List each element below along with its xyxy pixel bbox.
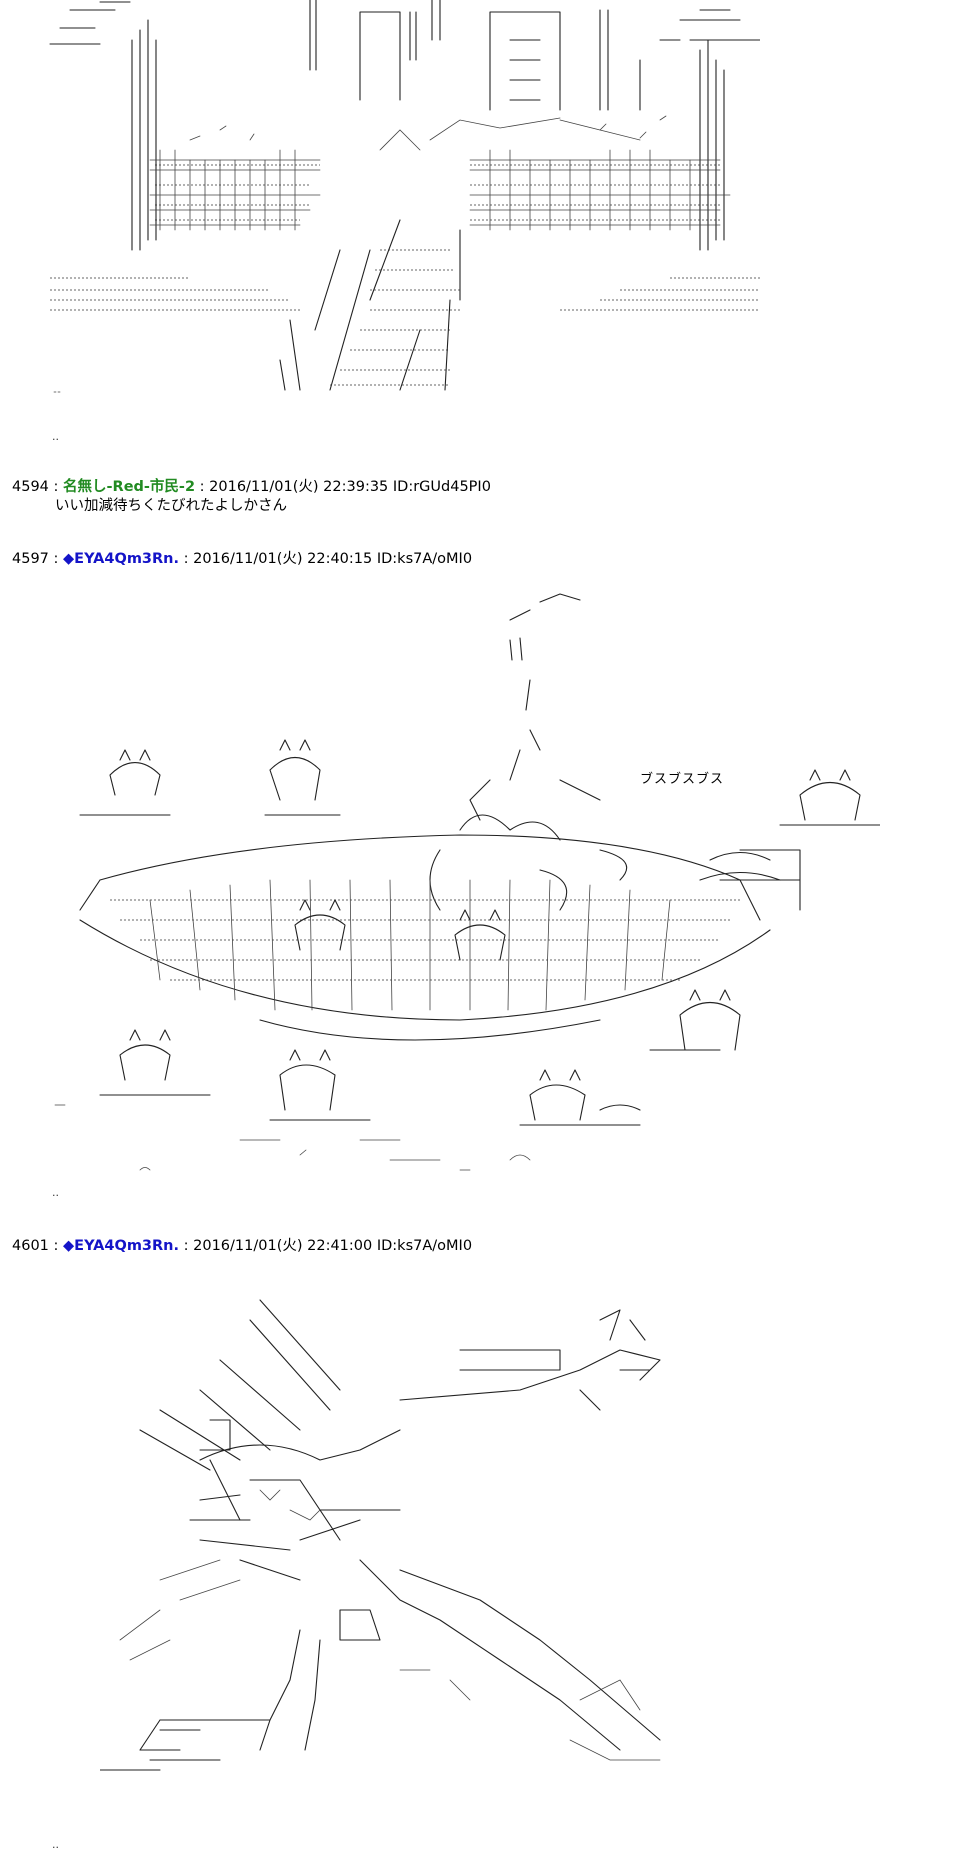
post-separator: : [53,551,59,567]
post-4594-body: いい加減待ちくたびれたよしかさん [55,498,287,514]
ellipsis-mark-1: .. [52,430,59,443]
post-separator-2: : [183,551,189,567]
post-number: 4601 [12,1238,49,1254]
poster-name[interactable]: 名無し-Red-市民-2 [63,479,196,495]
poster-name[interactable]: ◆EYA4Qm3Rn. [63,1238,180,1254]
sound-effect-text: ブスブスブス [640,772,725,787]
post-separator: : [53,479,59,495]
ascii-art-stairs-scene [40,0,760,400]
poster-id[interactable]: ID:rGUd45PI0 [392,479,491,495]
post-4597-header: 4597 : ◆EYA4Qm3Rn. : 2016/11/01(火) 22:40… [12,550,472,568]
post-date: 2016/11/01(火) 22:41:00 [193,1238,373,1254]
post-separator: : [53,1238,59,1254]
poster-name[interactable]: ◆EYA4Qm3Rn. [63,551,180,567]
poster-id[interactable]: ID:ks7A/oMI0 [376,551,473,567]
ellipsis-mark-3: .. [52,1838,59,1851]
post-date: 2016/11/01(火) 22:39:35 [209,479,389,495]
post-number: 4597 [12,551,49,567]
ascii-art-cats-bowl [40,580,880,1180]
ascii-art-fighting-figure [100,1280,700,1780]
post-separator-2: : [183,1238,189,1254]
post-date: 2016/11/01(火) 22:40:15 [193,551,373,567]
post-4601-header: 4601 : ◆EYA4Qm3Rn. : 2016/11/01(火) 22:41… [12,1237,472,1255]
post-number: 4594 [12,479,49,495]
poster-id[interactable]: ID:ks7A/oMI0 [376,1238,473,1254]
post-4594-header: 4594 : 名無し-Red-市民-2 : 2016/11/01(火) 22:3… [12,478,491,496]
ellipsis-mark-2: .. [52,1186,59,1199]
post-separator-2: : [199,479,205,495]
